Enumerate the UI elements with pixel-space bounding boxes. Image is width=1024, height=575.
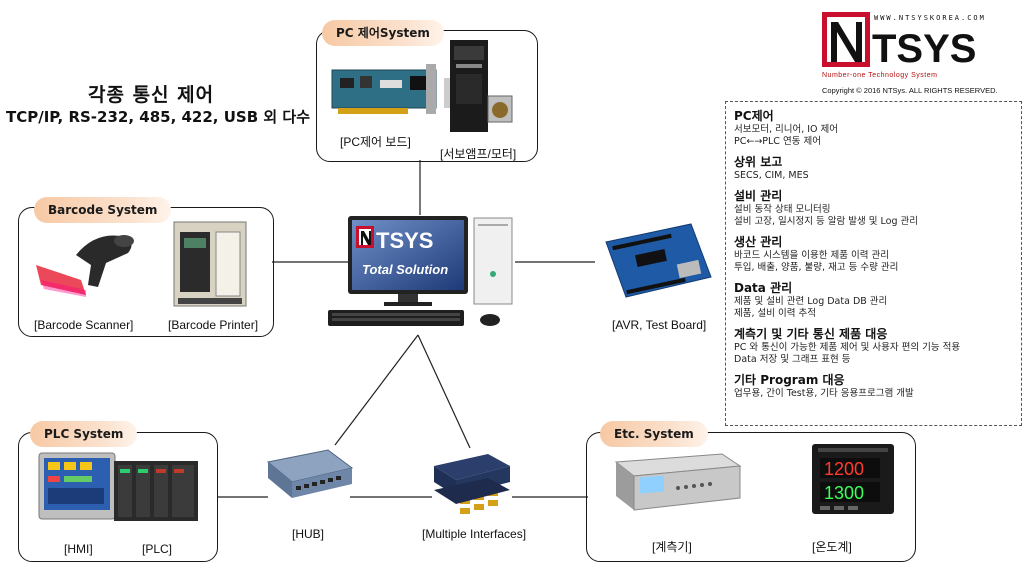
central-computer-image: TSYS Total Solution xyxy=(328,216,513,326)
avr-test-board-image xyxy=(605,223,712,298)
thermometer-caption: [온도계] xyxy=(812,540,852,554)
feature-desc: 바코드 시스템을 이용한 제품 이력 관리 xyxy=(734,250,889,261)
feature-desc: SECS, CIM, MES xyxy=(734,170,809,181)
feature-desc: 설비 동작 상태 모니터링 xyxy=(734,204,831,215)
company-logo: TSYS WWW.NTSYSKOREA.COM Number-one Techn… xyxy=(822,10,1002,102)
feature-desc: PC 와 통신이 가능한 제품 제어 및 사용자 편의 기능 적용 xyxy=(734,342,961,353)
feature-item: 기타 Program 대응 업무용, 간이 Test용, 기타 응용프로그램 개… xyxy=(734,372,1021,400)
feature-item: Data 관리 제품 및 설비 관련 Log Data DB 관리 제품, 설비… xyxy=(734,280,1021,320)
barcode-scanner-caption: [Barcode Scanner] xyxy=(34,318,134,332)
pc-control-tag: PC 제어System xyxy=(322,20,444,46)
avr-caption: [AVR, Test Board] xyxy=(612,318,707,332)
multiple-interfaces-image xyxy=(434,454,510,514)
hub-caption: [HUB] xyxy=(292,527,325,541)
hub-image xyxy=(266,449,354,498)
logo-url: WWW.NTSYSKOREA.COM xyxy=(874,14,986,22)
barcode-printer-image xyxy=(173,221,247,307)
logo-graphic: TSYS xyxy=(822,12,976,71)
logo-wordmark: TSYS xyxy=(872,27,976,71)
logo-tagline: Number-one Technology System xyxy=(822,72,938,79)
plc-tag: PLC System xyxy=(30,421,138,447)
feature-heading: 상위 보고 xyxy=(734,155,783,169)
logo-copyright: Copyright © 2016 NTSys. ALL RIGHTS RESER… xyxy=(822,86,998,95)
pc-board-caption: [PC제어 보드] xyxy=(340,135,411,149)
title-protocols: TCP/IP, RS-232, 485, 422, USB 외 다수 xyxy=(6,108,310,126)
line-computer-to-hub xyxy=(334,334,419,446)
monitor-tagline: Total Solution xyxy=(362,262,448,277)
feature-desc: 서보모터, 리니어, IO 제어 xyxy=(734,124,839,135)
feature-heading: 기타 Program 대응 xyxy=(734,373,845,387)
instrument-caption: [계측기] xyxy=(652,540,692,554)
plc-image xyxy=(114,461,198,521)
line-computer-to-multi xyxy=(417,334,471,449)
feature-desc: Data 저장 및 그래프 표현 등 xyxy=(734,354,851,365)
pc-control-board-image xyxy=(331,64,437,114)
feature-item: PC제어 서보모터, 리니어, IO 제어 PC←→PLC 연동 제어 xyxy=(734,108,1021,148)
servo-amp-motor-image xyxy=(444,40,513,132)
monitor-logo-text: TSYS xyxy=(376,228,433,253)
pc-control-tag-label: PC 제어System xyxy=(336,26,430,40)
feature-heading: 생산 관리 xyxy=(734,235,783,249)
feature-heading: Data 관리 xyxy=(734,281,793,295)
servo-caption: [서보앰프/모터] xyxy=(440,147,517,161)
thermometer-image: 1200 1300 xyxy=(812,444,894,514)
feature-item: 생산 관리 바코드 시스템을 이용한 제품 이력 관리 투입, 배출, 양품, … xyxy=(734,234,1021,274)
feature-heading: 계측기 및 기타 통신 제품 대응 xyxy=(734,327,888,341)
feature-heading: PC제어 xyxy=(734,109,774,123)
feature-item: 설비 관리 설비 동작 상태 모니터링 설비 고장, 일시정지 등 알람 발생 … xyxy=(734,188,1021,228)
feature-item: 계측기 및 기타 통신 제품 대응 PC 와 통신이 가능한 제품 제어 및 사… xyxy=(734,326,1021,366)
plc-caption: [PLC] xyxy=(142,542,173,556)
feature-desc: 설비 고장, 일시정지 등 알람 발생 및 Log 관리 xyxy=(734,216,918,227)
thermo-sv: 1300 xyxy=(824,483,864,503)
instrument-image xyxy=(614,453,742,511)
etc-frame xyxy=(586,432,916,562)
hmi-image xyxy=(38,452,116,520)
barcode-tag: Barcode System xyxy=(34,197,172,223)
feature-heading: 설비 관리 xyxy=(734,189,783,203)
feature-desc: 투입, 배출, 양품, 불량, 재고 등 수량 관리 xyxy=(734,262,899,273)
feature-desc: 제품 및 설비 관련 Log Data DB 관리 xyxy=(734,296,888,307)
multi-caption: [Multiple Interfaces] xyxy=(422,527,527,541)
feature-desc: 제품, 설비 이력 추적 xyxy=(734,308,816,319)
feature-item: 상위 보고 SECS, CIM, MES xyxy=(734,154,1021,182)
etc-tag: Etc. System xyxy=(600,421,708,447)
feature-list: PC제어 서보모터, 리니어, IO 제어 PC←→PLC 연동 제어 상위 보… xyxy=(725,101,1022,426)
plc-tag-label: PLC System xyxy=(44,427,124,441)
barcode-scanner-image xyxy=(36,235,134,297)
etc-tag-label: Etc. System xyxy=(614,427,694,441)
feature-desc: 업무용, 간이 Test용, 기타 응용프로그램 개발 xyxy=(734,388,914,399)
barcode-tag-label: Barcode System xyxy=(48,203,158,217)
title-main: 각종 통신 제어 xyxy=(88,84,215,106)
thermo-pv: 1200 xyxy=(824,459,864,479)
barcode-printer-caption: [Barcode Printer] xyxy=(168,318,259,332)
hmi-caption: [HMI] xyxy=(64,542,93,556)
feature-desc: PC←→PLC 연동 제어 xyxy=(734,136,821,147)
